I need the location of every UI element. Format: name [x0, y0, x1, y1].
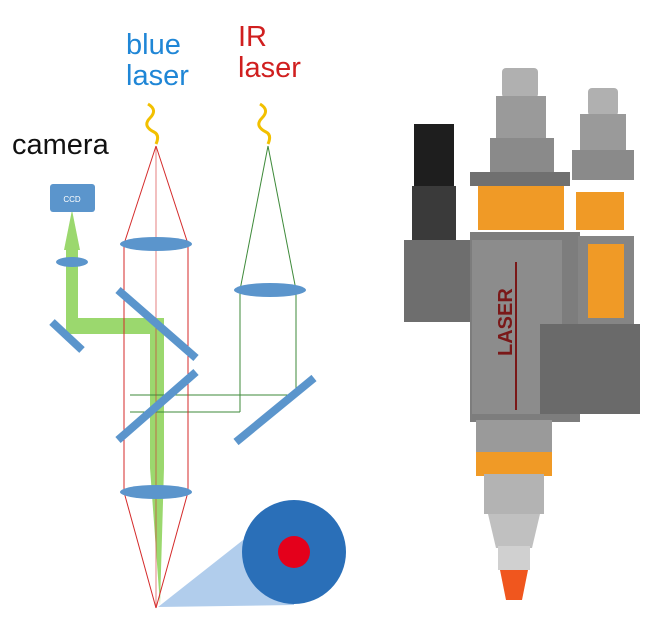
camera-beam-path [64, 210, 164, 605]
mirror-icon [115, 368, 199, 444]
lens-icon [234, 283, 306, 297]
spot-magnifier [158, 500, 346, 607]
ir-laser-label: IR laser [238, 21, 301, 84]
blue-laser-label: blue laser [126, 29, 189, 92]
fiber-wave-icon [257, 102, 272, 145]
ccd-label: CCD [63, 195, 81, 204]
spot-inner [278, 536, 310, 568]
blue-laser-beam [123, 145, 189, 609]
lens-icon [120, 237, 192, 251]
lens-icon [56, 257, 88, 267]
lens-icon [120, 485, 192, 499]
mirror-icon [115, 286, 199, 362]
camera-label: camera [12, 129, 109, 161]
ir-beam [130, 145, 297, 413]
head-laser-text: LASER [495, 288, 517, 356]
laser-head-photo: LASER [404, 68, 640, 600]
mirror-icon [233, 374, 317, 446]
ccd-camera-icon: CCD [50, 184, 95, 212]
fiber-wave-icon [145, 102, 160, 145]
mirror-icon [49, 319, 85, 353]
